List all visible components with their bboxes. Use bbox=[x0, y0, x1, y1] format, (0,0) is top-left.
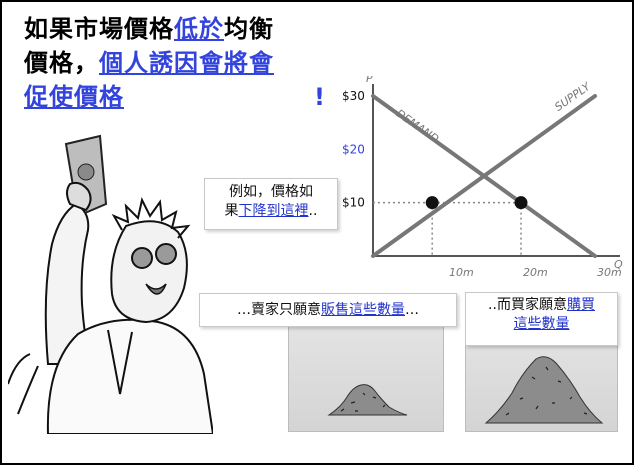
title-line-1: 如果市場價格低於均衡 bbox=[24, 12, 349, 46]
x-axis-letter: Q bbox=[614, 258, 623, 271]
y-axis-letter: P bbox=[366, 76, 373, 85]
eye-icon bbox=[155, 243, 177, 265]
seller-pile-panel bbox=[288, 326, 444, 432]
callout-text: … bbox=[405, 302, 419, 318]
supply-label: SUPPLY bbox=[552, 79, 593, 113]
link-sell-quantity[interactable]: 販售這些數量 bbox=[321, 302, 405, 318]
x-tick-label: 20m bbox=[523, 266, 548, 279]
title-link-price[interactable]: 促使價格 bbox=[24, 83, 124, 111]
title-line-3[interactable]: 促使價格! bbox=[24, 80, 349, 114]
callout-text: .. bbox=[308, 203, 318, 219]
cartoon-character-holding-money bbox=[8, 134, 213, 434]
y-tick-label: $10 bbox=[342, 196, 365, 210]
x-tick-label: 30m bbox=[597, 266, 622, 279]
title-exclamation: ! bbox=[314, 83, 326, 111]
supply-demand-chart: P Q $30 $20 $10 10m 20m 30m DEMAND SUPPLY bbox=[342, 76, 623, 279]
supply-curve bbox=[371, 94, 597, 258]
title-link-below[interactable]: 低於 bbox=[174, 15, 224, 43]
eye-icon bbox=[131, 247, 153, 269]
demand-label: DEMAND bbox=[393, 107, 441, 146]
curves: DEMAND SUPPLY bbox=[371, 79, 597, 258]
title-text: 均衡 bbox=[224, 15, 274, 43]
y-tick-label: $30 bbox=[342, 89, 365, 103]
slide-title: 如果市場價格低於均衡 價格，個人誘因會將會 促使價格! bbox=[24, 12, 349, 114]
buyer-quantity-point bbox=[514, 196, 528, 210]
title-line-2: 價格，個人誘因會將會 bbox=[24, 46, 349, 80]
callout-text: …賣家只願意 bbox=[237, 302, 321, 318]
x-ticks: 10m 20m 30m bbox=[449, 266, 622, 279]
x-tick-label: 10m bbox=[449, 266, 474, 279]
link-buy[interactable]: 購買 bbox=[566, 297, 595, 313]
callout-text: 例如，價格如 bbox=[229, 184, 313, 200]
buyer-pile-panel bbox=[465, 332, 618, 432]
guide-lines bbox=[373, 201, 522, 256]
callout-example: 例如，價格如 果下降到這裡.. bbox=[204, 178, 338, 230]
callout-text: 果 bbox=[224, 203, 239, 219]
title-text: 價格， bbox=[24, 49, 99, 77]
data-points bbox=[425, 196, 528, 210]
large-pile-icon bbox=[484, 356, 604, 424]
callout-sellers: …賣家只願意販售這些數量… bbox=[199, 293, 457, 327]
small-pile-icon bbox=[327, 384, 408, 416]
link-buy-quantity[interactable]: 這些數量 bbox=[513, 316, 570, 332]
link-drop-here[interactable]: 下降到這裡 bbox=[238, 203, 309, 219]
title-text: 如果市場價格 bbox=[24, 15, 174, 43]
callout-buyers: ..而買家願意購買 這些數量 bbox=[465, 292, 618, 346]
callout-text: ..而買家願意 bbox=[488, 297, 567, 313]
y-tick-label: $20 bbox=[342, 142, 365, 156]
seller-quantity-point bbox=[425, 196, 439, 210]
y-ticks: $30 $20 $10 bbox=[342, 89, 365, 210]
title-link-incentive[interactable]: 個人誘因會將會 bbox=[99, 49, 274, 77]
